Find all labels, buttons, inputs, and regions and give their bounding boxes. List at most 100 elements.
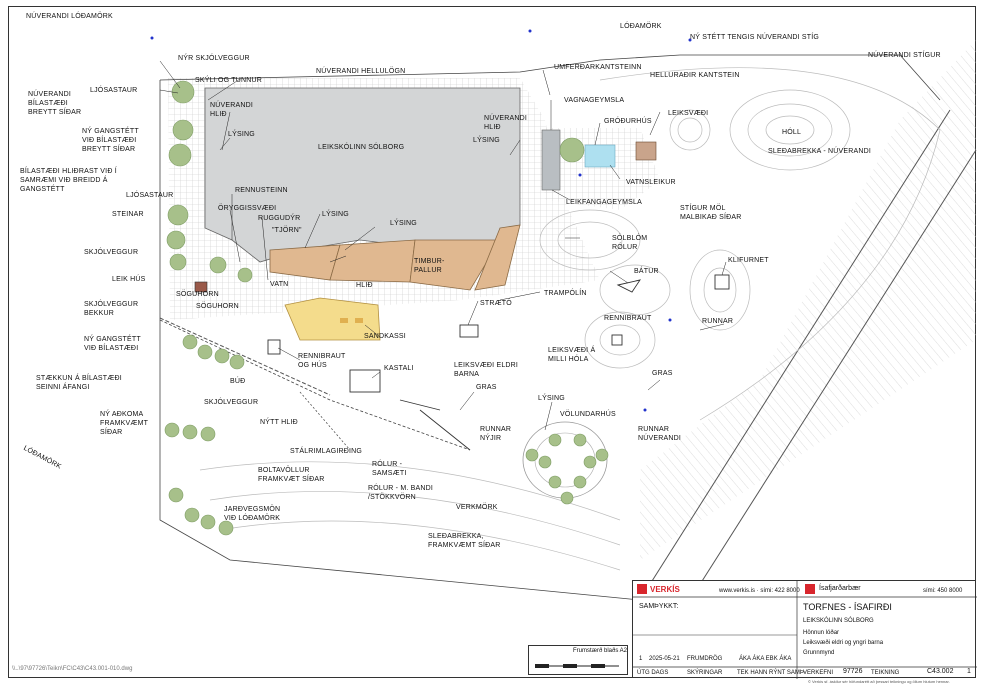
label-soguhorn-2: SÖGUHORN [196,303,239,310]
label-batur: BÁTUR [634,268,659,275]
label-runnar-nyjir: RUNNAR NÝJIR [480,426,512,442]
label-skjolveggur-1: SKJÓLVEGGUR [84,249,139,256]
sheet-border [8,6,976,678]
revision-description: FRUMDRÖG [687,656,723,662]
teikning-label: TEIKNING [871,670,900,676]
project-sub-1: LEIKSKÓLINN SÓLBORG [803,618,874,624]
sand-box [284,297,381,341]
label-klifurnet: KLIFURNET [728,257,769,264]
scale-bar [535,664,619,668]
label-runnar-nuverandi: RUNNAR NÚVERANDI [638,426,682,442]
label-sledabrekka-framkvaemt: SLEÐABREKKA, FRAMKVÆMT SÍÐAR [428,533,501,549]
label-lysing-5: LÝSING [538,395,565,402]
label-steinar: STEINAR [112,211,144,218]
label-verkmork: VERKMÖRK [456,504,498,511]
label-runnar: RUNNAR [702,318,734,325]
label-timburpallur: TIMBUR- PALLUR [414,258,445,274]
label-vatn: VATN [270,281,289,288]
label-tjorn: "TJÖRN" [272,227,302,234]
file-path: \\..\97\97726\Teikn\FC\C43\C43.001-010.d… [12,666,133,672]
revision-date: 2025-05-21 [649,656,680,662]
label-nuverandi-lodamork: NÚVERANDI LÓÐAMÖRK [26,13,113,20]
label-volundarhus: VÖLUNDARHÚS [560,411,616,418]
client-name: Ísafjarðarbær [819,585,861,592]
label-skyli-tunnur: SKÝLI OG TUNNUR [195,77,263,84]
label-soguhorn-1: SÖGUHORN [176,291,219,298]
timber-decks [269,224,521,291]
label-oryggissvaedi: ÖRYGGISSVÆÐI [218,205,277,212]
teikning-revision: 1 [967,668,971,675]
building-solborg [204,87,521,263]
verkis-logo: VERKÍS [650,585,680,594]
label-holl: HÓLL [782,129,802,136]
trees [164,80,609,536]
label-nuverandi-bilastaedi: NÚVERANDI BÍLASTÆÐI BREYTT SÍÐAR [28,91,82,116]
leader-lines [159,60,727,431]
label-nuverandi-hellulogn: NÚVERANDI HELLULÖGN [316,68,406,75]
label-stalrimlagirding: STÁLRIMLAGIRÐING [290,448,363,455]
revision-signatures: ÁKA ÁKA EBK ÁKA [739,656,792,662]
label-rennibraut-hus: RENNIBRAUT OG HÚS [298,353,346,369]
label-helluradir-kantstein: HELLURAÐIR KANTSTEIN [650,72,740,79]
label-lysing-2: LÝSING [473,137,500,144]
label-ny-stett: NÝ STÉTT TENGIS NÚVERANDI STÍG [690,34,820,41]
play-equipment [267,274,730,451]
label-rennusteinn: RENNUSTEINN [235,187,288,194]
label-leikskolinn: LEIKSKÓLINN SÓLBORG [318,144,405,151]
column-utg-dags: ÚTG DAGS [637,670,669,676]
contours [199,67,941,571]
road-area [639,40,977,601]
play-house [194,281,208,293]
label-hlid: HLIÐ [356,282,373,289]
label-solblom: SÓLBLÓM RÓLUR [612,235,648,251]
label-trampolin: TRAMPÓLÍN [544,290,587,297]
revision-number: 1 [639,656,643,662]
blue-markers [150,29,692,412]
approval-label: SAMÞYKKT: [639,603,679,610]
label-skjolveggur-bekkur: SKJÓLVEGGUR BEKKUR [84,301,139,317]
label-bud: BÚÐ [230,378,246,385]
label-kastali: KASTALI [384,365,414,372]
label-ny-gangstett-2: NÝ GANGSTÉTT VIÐ BÍLASTÆÐI [84,336,141,352]
project-sub-3: Leiksvæði eldri og yngri barna [803,640,884,646]
project-sub-4: Grunnmynd [803,650,835,656]
label-lysing-1: LÝSING [228,131,255,138]
label-stigur-mol: STÍGUR MÖL MALBIKAÐ SÍÐAR [680,205,742,221]
label-leiksvaedi-milli: LEIKSVÆÐI Á MILLI HÓLA [548,347,596,363]
label-skjolveggur-2: SKJÓLVEGGUR [204,399,259,406]
label-ruggudyr: RUGGUDÝR [258,215,301,222]
label-gras-1: GRAS [476,384,497,391]
label-staekkun: STÆKKUN Á BÍLASTÆÐI SEINNI ÁFANGI [36,375,122,391]
label-ny-adkoma: NÝ AÐKOMA FRAMKVÆMT SÍÐAR [100,411,149,436]
label-nytt-hlid: NÝTT HLIÐ [260,419,298,426]
label-lysing-4: LÝSING [390,220,417,227]
label-rolur-samsaeti: RÓLUR - SAMSÆTI [372,461,407,477]
label-leik-hus: LEIK HÚS [112,276,146,283]
label-lysing-3: LÝSING [322,211,349,218]
steel-fence [299,391,351,451]
title-block-grid [633,581,977,679]
label-vatnsleikur: VATNSLEIKUR [626,179,676,186]
label-ny-gangstett-1: NÝ GANGSTÉTT VIÐ BÍLASTÆÐI BREYTT SÍÐAR [82,128,139,153]
fence [159,317,331,396]
column-signatures: TEK HANN RÝNT SAMÞ [737,670,804,676]
project-sub-2: Hönnun lóðar [803,630,840,636]
water-play [541,129,657,191]
label-rennibraut-1: RENNIBRAUT [604,315,652,322]
label-nuverandi-hlid-2: NÚVERANDI HLIÐ [484,115,528,131]
label-boltavollur: BOLTAVÖLLUR FRAMKVÆT SÍÐAR [258,467,325,483]
label-nuverandi-stigur: NÚVERANDI STÍGUR [868,52,941,59]
verkis-contact: www.verkis.is · sími: 422 8000 [719,588,800,594]
label-vagnageymsla: VAGNAGEYMSLA [564,97,625,104]
label-leiksvaedi-eldri: LEIKSVÆÐI ELDRI BARNA [454,362,519,378]
label-ljosastaur-2: LJÓSASTAUR [126,192,174,199]
label-leiksvaedi-top: LEIKSVÆÐI [668,110,709,117]
label-sledabrekka-nuverandi: SLEÐABREKKA - NÚVERANDI [768,148,872,155]
label-nuverandi-hlid-1: NÚVERANDI HLIÐ [210,102,254,118]
label-gras-2: GRAS [652,370,673,377]
verkefni-number: 97726 [843,668,863,675]
label-ljosastaur-1: LJÓSASTAUR [90,87,138,94]
project-title: TORFNES - ÍSAFIRÐI [803,602,892,612]
teikning-number: C43.002 [927,668,954,675]
